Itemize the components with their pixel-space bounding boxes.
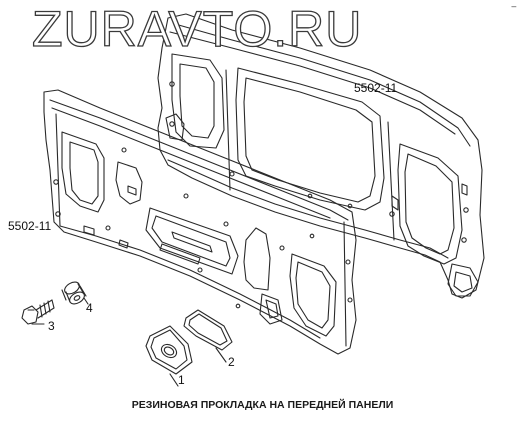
diagram-caption: РЕЗИНОВАЯ ПРОКЛАДКА НА ПЕРЕДНЕЙ ПАНЕЛИ [131, 399, 394, 411]
watermark-text: ZURAVTO.RU [31, 1, 363, 57]
callout-3: 3 [48, 319, 55, 333]
upper-panel-part [157, 13, 485, 299]
callout-4: 4 [86, 301, 93, 315]
bushing-part-4 [61, 281, 87, 305]
lower-panel-label: 5502-11 [8, 219, 51, 233]
gasket-part-1 [145, 325, 193, 375]
upper-panel-label: 5502-11 [354, 81, 397, 95]
callout-1-leader [169, 373, 179, 387]
gasket-part-2 [183, 309, 233, 351]
lower-panel-part [43, 89, 357, 355]
bolt-part-3 [21, 299, 55, 325]
corner-mark: ‒ [511, 2, 517, 12]
callout-2-leader [215, 347, 227, 363]
callout-1: 1 [178, 373, 185, 387]
callout-4-leader [83, 297, 89, 305]
callout-2: 2 [228, 355, 235, 369]
